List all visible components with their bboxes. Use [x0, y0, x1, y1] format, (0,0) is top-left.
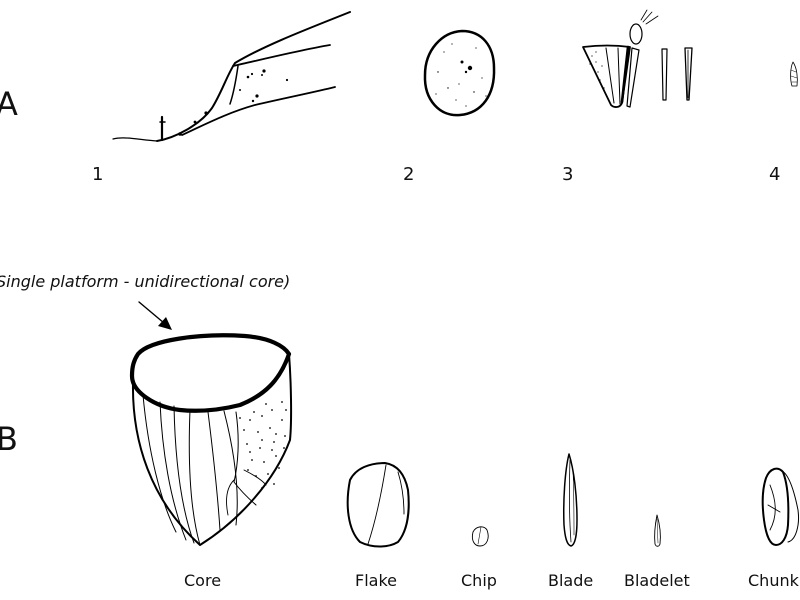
blade-drawing — [563, 453, 578, 547]
small-tool-drawing — [790, 61, 798, 87]
flake-drawing — [346, 462, 410, 548]
knapping-drawing — [582, 9, 693, 108]
outcrop-drawing — [112, 11, 351, 142]
caption-chip: Chip — [461, 571, 497, 590]
caption-chunk: Chunk — [748, 571, 799, 590]
chip-drawing — [471, 526, 489, 547]
section-b-label: B — [0, 420, 18, 458]
chunk-drawing — [761, 467, 799, 546]
caption-bladelet: Bladelet — [624, 571, 690, 590]
step-number-3: 3 — [562, 164, 574, 185]
step-number-1: 1 — [92, 164, 104, 185]
nodule-drawing — [423, 29, 496, 117]
caption-flake: Flake — [355, 571, 397, 590]
core-type-note: Single platform - unidirectional core) — [0, 272, 291, 291]
caption-blade: Blade — [548, 571, 594, 590]
step-number-4: 4 — [769, 164, 781, 185]
step-number-2: 2 — [403, 164, 415, 185]
core-drawing — [129, 333, 293, 546]
section-a-label: A — [0, 85, 18, 123]
bladelet-drawing — [654, 514, 661, 547]
caption-core: Core — [184, 571, 222, 590]
arrow-icon — [138, 301, 172, 330]
